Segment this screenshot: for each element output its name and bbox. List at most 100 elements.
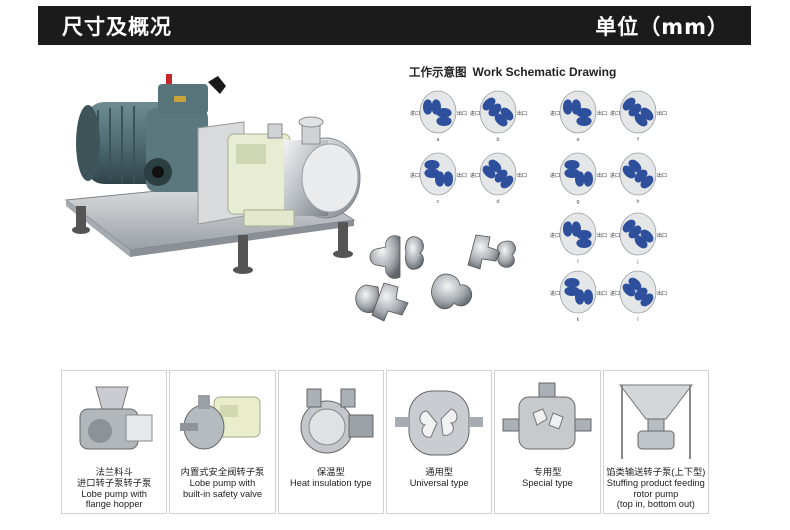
schematic-step-f: 进口 出口 f: [610, 90, 667, 143]
schematic-step-k: 进口 出口 k: [550, 270, 607, 323]
inlet-label: 进口: [550, 232, 560, 239]
schematic-step-l: 进口出口l: [610, 270, 667, 323]
section-header: 尺寸及概况 单位（mm）: [38, 6, 751, 45]
lobe-rotor: [424, 160, 440, 178]
section-title: 尺寸及概况: [62, 14, 172, 39]
outlet-label: 出口: [597, 172, 607, 179]
safety-valve-pump-image: [180, 395, 261, 450]
special-pump-image: [502, 382, 592, 450]
lobe-rotor: [575, 289, 593, 305]
outlet-label: 出口: [657, 290, 667, 297]
schematic-step-j: 进口出口j: [610, 212, 667, 265]
stuffing-feeding-pump-image: [618, 384, 693, 459]
caption-line: 进口转子泵转子泵: [76, 477, 152, 488]
caption-line: flange hopper: [85, 499, 143, 510]
step-letter: b: [496, 137, 499, 143]
inlet-label: 进口: [470, 110, 480, 117]
step-letter: k: [577, 317, 580, 323]
outlet-label: 出口: [457, 172, 467, 179]
lobe-rotor: [564, 278, 580, 296]
outlet-label: 出口: [597, 290, 607, 297]
outlet-label: 出口: [657, 110, 667, 117]
lobe-rotor: [482, 159, 502, 179]
rotor-parts-image: [355, 234, 516, 322]
step-letter: a: [436, 137, 439, 143]
outlet-label: 出口: [597, 110, 607, 117]
caption-line: Lobe pump with: [81, 488, 147, 499]
caption-line: Heat insulation type: [289, 477, 372, 488]
caption-line: Lobe pump with: [189, 477, 256, 488]
caption-line: rotor pump: [633, 488, 679, 499]
schematic-step-h: 进口出口h: [610, 152, 667, 205]
caption-line: Stuffing product feeding: [606, 477, 705, 488]
caption-line: (top in, bottom out): [616, 499, 695, 510]
outlet-label: 出口: [517, 172, 527, 179]
lobe-rotor: [494, 169, 514, 189]
inlet-label: 进口: [610, 172, 620, 179]
step-letter: g: [576, 199, 579, 205]
outlet-label: 出口: [657, 172, 667, 179]
lobe-rotor: [423, 99, 441, 115]
schematic-step-c: 进口 出口 c: [410, 152, 467, 205]
caption-line: 通用型: [425, 467, 454, 477]
schematic-step-b: 进口 出口 b: [470, 90, 527, 143]
lobe-rotor: [564, 160, 580, 178]
caption-line: 内置式安全阀转子泵: [180, 467, 265, 477]
lobe-pump-main-image: [64, 74, 361, 274]
heat-insulation-pump-image: [300, 388, 374, 454]
lobe-rotor: [622, 277, 642, 297]
product-caption: 法兰料斗 进口转子泵转子泵 Lobe pump with flange hopp…: [62, 467, 166, 510]
lobe-rotor: [435, 171, 453, 187]
inlet-label: 进口: [610, 232, 620, 239]
schematic-step-g: 进口出口g: [550, 152, 607, 205]
product-card-flange-hopper: 法兰料斗 进口转子泵转子泵 Lobe pump with flange hopp…: [61, 370, 168, 514]
caption-line: 法兰料斗: [95, 467, 133, 477]
lobe-rotor: [563, 221, 581, 237]
lobe-rotor: [634, 287, 654, 307]
product-card-stuffing-feeding: 馅类输送转子泵(上下型) Stuffing product feeding ro…: [602, 370, 709, 514]
schematic-step-a: 进口出口a: [410, 90, 467, 143]
caption-line: 馅类输送转子泵(上下型): [606, 467, 706, 477]
inlet-label: 进口: [610, 110, 620, 117]
caption-line: Special type: [522, 477, 573, 488]
schematic-title-cn: 工作示意图: [409, 65, 467, 79]
schematic-step-d: 进口出口d: [470, 152, 527, 205]
product-caption: 馅类输送转子泵(上下型) Stuffing product feeding ro…: [604, 467, 708, 510]
product-caption: 通用型 Universal type: [387, 467, 491, 489]
step-letter: i: [577, 259, 578, 265]
step-letter: f: [637, 137, 639, 143]
step-letter: l: [637, 317, 638, 323]
lobe-rotor: [634, 169, 654, 189]
lobe-rotor: [622, 219, 642, 239]
outlet-label: 出口: [597, 232, 607, 239]
product-card-universal: 通用型 Universal type: [385, 370, 493, 514]
universal-pump-image: [395, 390, 484, 456]
lobe-rotor: [494, 107, 514, 127]
step-letter: e: [576, 137, 579, 143]
flange-hopper-pump-image: [79, 386, 153, 450]
step-letter: c: [437, 199, 440, 205]
product-card-safety-valve: 内置式安全阀转子泵 Lobe pump with built-in safety…: [169, 370, 276, 514]
product-card-special: 专用型 Special type: [494, 370, 601, 514]
inlet-label: 进口: [470, 172, 480, 179]
product-caption: 内置式安全阀转子泵 Lobe pump with built-in safety…: [170, 467, 274, 499]
caption-line: built-in safety valve: [182, 488, 263, 499]
lobe-rotor: [634, 229, 654, 249]
work-schematic-diagram: 进口出口a进口出口b进口出口c进口出口d进口出口e进口出口f进口出口g进口出口h…: [410, 90, 667, 323]
product-card-heat-insulation: 保温型 Heat insulation type: [277, 370, 384, 514]
schematic-step-e: 进口出口e: [550, 90, 607, 143]
lobe-rotor: [436, 108, 452, 126]
product-caption: 保温型 Heat insulation type: [279, 467, 383, 489]
lobe-rotor: [576, 230, 592, 248]
lobe-rotor: [576, 108, 592, 126]
inlet-label: 进口: [410, 172, 420, 179]
outlet-label: 出口: [517, 110, 527, 117]
caption-line: Universal type: [409, 477, 469, 488]
inlet-label: 进口: [550, 290, 560, 297]
lobe-rotor: [575, 171, 593, 187]
inlet-label: 进口: [410, 110, 420, 117]
lobe-rotor: [563, 99, 581, 115]
schematic-title-en: Work Schematic Drawing: [472, 65, 617, 79]
outlet-label: 出口: [657, 232, 667, 239]
lobe-rotor: [622, 97, 642, 117]
